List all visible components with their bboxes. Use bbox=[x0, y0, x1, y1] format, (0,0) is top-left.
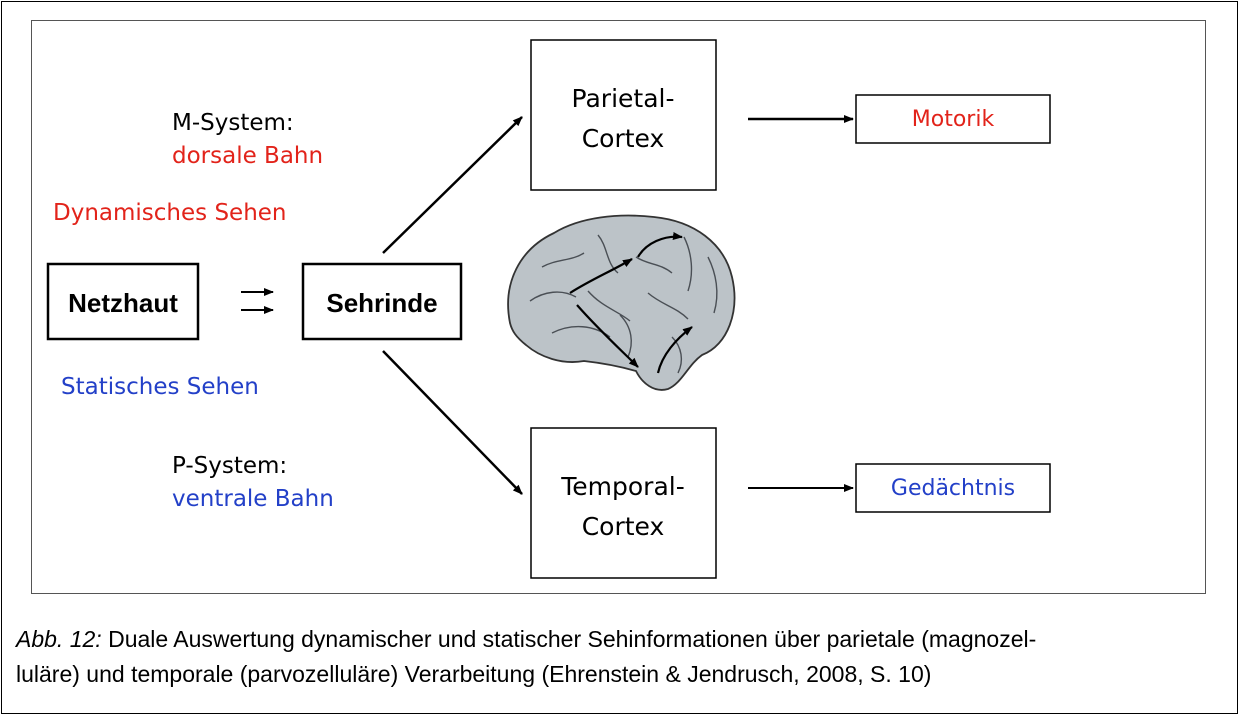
visual-pathway-diagram: M-System: dorsale Bahn Dynamisches Sehen… bbox=[46, 39, 1051, 579]
temporal-line2: Cortex bbox=[582, 512, 665, 541]
caption-line1: Duale Auswertung dynamischer und statisc… bbox=[101, 626, 1037, 652]
m-system-label: M-System: bbox=[172, 110, 294, 136]
temporal-cortex-box: Temporal- Cortex bbox=[530, 427, 717, 579]
parietal-cortex-box: Parietal- Cortex bbox=[530, 39, 717, 191]
p-system-label: P-System: bbox=[172, 453, 287, 479]
static-vision-label: Statisches Sehen bbox=[61, 374, 259, 400]
figure-caption: Abb. 12: Duale Auswertung dynamischer un… bbox=[16, 622, 1216, 692]
sehrinde-box: Sehrinde bbox=[301, 262, 463, 341]
ventral-arrow bbox=[382, 350, 523, 495]
netzhaut-to-sehrinde-arrows bbox=[241, 288, 274, 314]
parietal-line1: Parietal- bbox=[572, 84, 675, 113]
motorik-box: Motorik bbox=[855, 94, 1051, 144]
caption-line2: luläre) und temporale (parvozelluläre) V… bbox=[16, 661, 932, 687]
gedaechtnis-box: Gedächtnis bbox=[855, 463, 1051, 513]
sehrinde-label: Sehrinde bbox=[326, 288, 437, 318]
motorik-label: Motorik bbox=[912, 107, 995, 132]
parietal-line2: Cortex bbox=[582, 124, 665, 153]
brain-illustration bbox=[507, 214, 736, 391]
figure-panel: M-System: dorsale Bahn Dynamisches Sehen… bbox=[31, 20, 1206, 594]
figure-reference: Abb. 12: bbox=[16, 626, 102, 652]
dorsal-arrow bbox=[382, 116, 523, 254]
dorsal-pathway-label: dorsale Bahn bbox=[172, 143, 323, 169]
temporal-line1: Temporal- bbox=[560, 472, 685, 501]
gedaechtnis-label: Gedächtnis bbox=[891, 476, 1015, 501]
netzhaut-box: Netzhaut bbox=[46, 262, 200, 341]
netzhaut-label: Netzhaut bbox=[68, 288, 178, 318]
dynamic-vision-label: Dynamisches Sehen bbox=[53, 200, 287, 226]
ventral-pathway-label: ventrale Bahn bbox=[172, 486, 334, 512]
